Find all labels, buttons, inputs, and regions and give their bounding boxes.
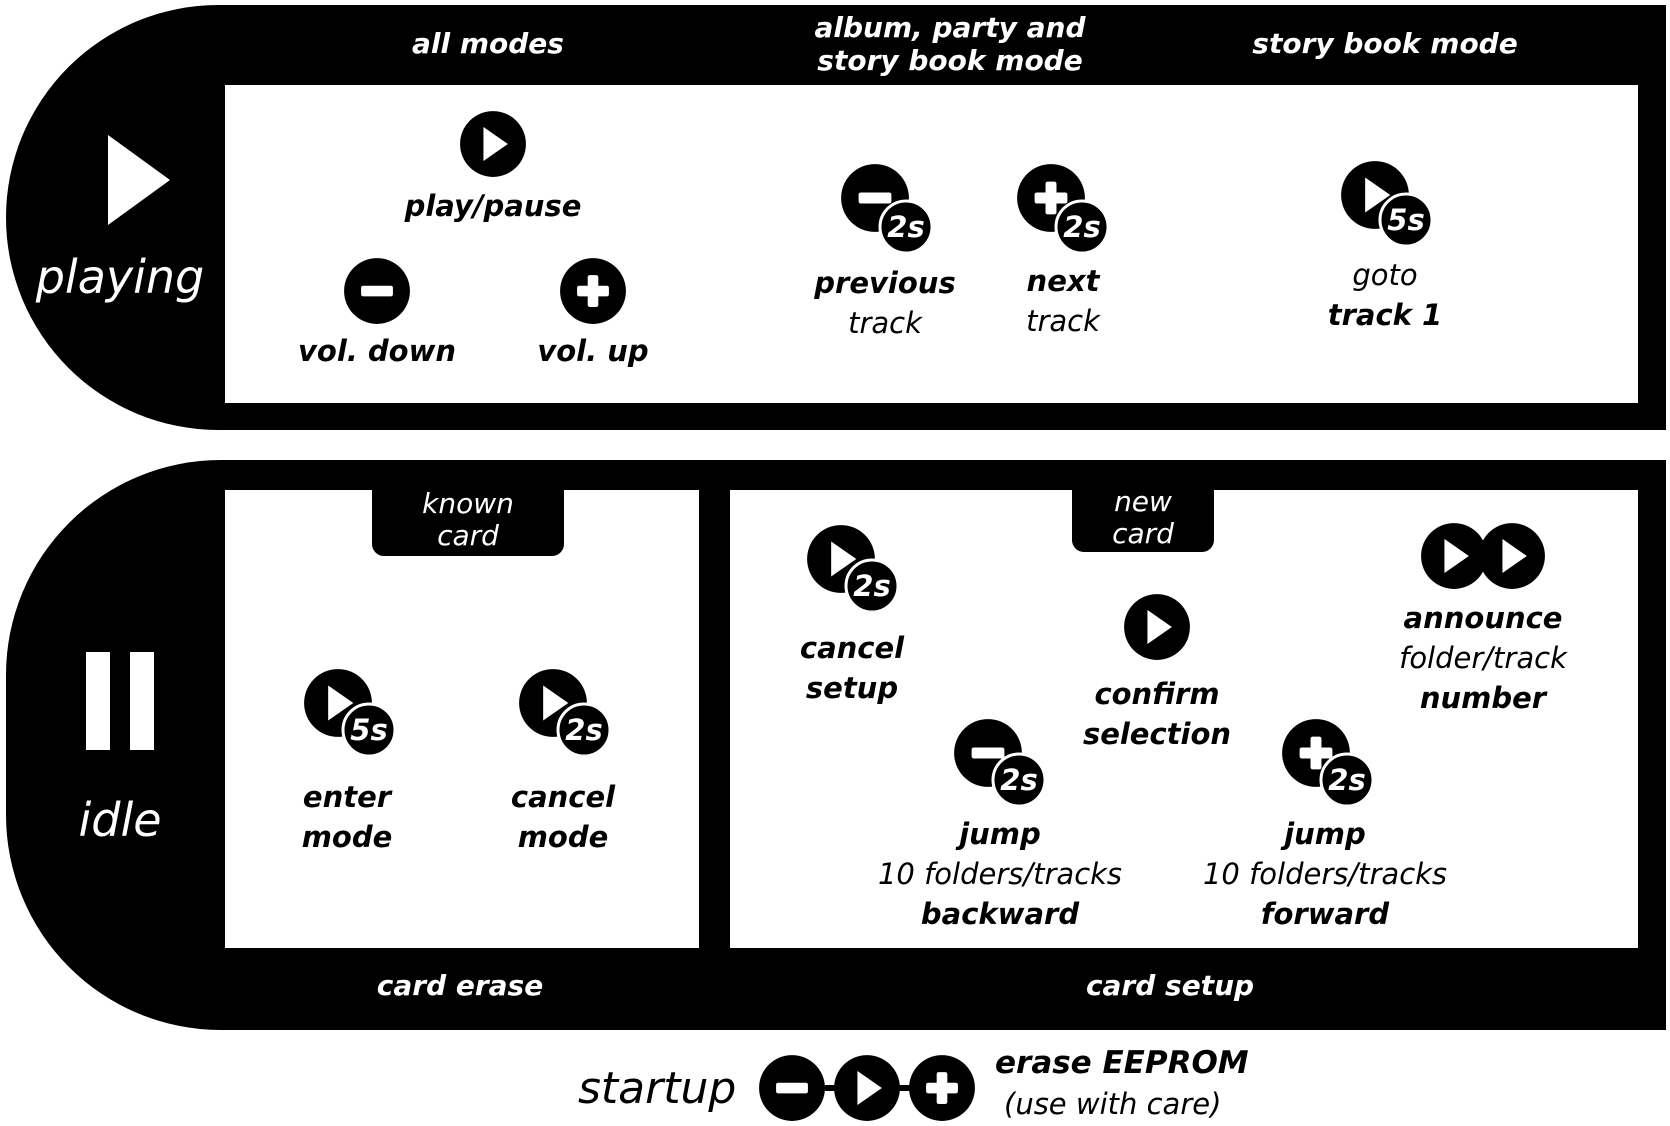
- ten-folders-text: 10 folders/tracks: [1202, 857, 1448, 891]
- play-pause-icon: [460, 111, 526, 177]
- jump-text: jump: [1284, 817, 1366, 851]
- next-track-label: next track: [963, 261, 1163, 341]
- volume-up-label: vol. up: [493, 331, 693, 371]
- known-card-line2: card: [437, 519, 499, 552]
- play-5s-icon: 5s: [1341, 161, 1434, 248]
- idle-state-label: idle: [78, 793, 162, 847]
- play-pause-text: play/pause: [404, 189, 582, 223]
- header-album-party-line2: story book mode: [817, 44, 1083, 77]
- card-erase-area: [225, 490, 699, 948]
- selection-text: selection: [1082, 717, 1232, 751]
- badge-2s: 2s: [1063, 210, 1100, 244]
- play-icon: [1124, 594, 1190, 660]
- previous-text: previous: [814, 266, 956, 300]
- folder-track-text: folder/track: [1399, 641, 1567, 675]
- badge-2s: 2s: [853, 569, 890, 603]
- startup-label: startup: [578, 1063, 737, 1114]
- play-pause-label: play/pause: [368, 186, 618, 226]
- minus-2s-icon: 2s: [841, 164, 934, 253]
- number-text: number: [1419, 681, 1547, 715]
- minus-2s-icon: 2s: [954, 719, 1047, 808]
- new-card-line1: new: [1114, 485, 1172, 518]
- known-card-tab: known card: [372, 488, 564, 556]
- cancel-text: cancel: [510, 780, 616, 814]
- forward-text: forward: [1260, 897, 1390, 931]
- volume-up-icon: [560, 258, 626, 324]
- playing-state-label: playing: [35, 250, 205, 304]
- double-play-icon: [1421, 523, 1545, 589]
- badge-2s: 2s: [1328, 763, 1365, 797]
- header-story-book: story book mode: [1252, 27, 1518, 60]
- volume-down-icon: [344, 258, 410, 324]
- header-album-party-line1: album, party and: [814, 11, 1086, 44]
- badge-5s: 5s: [350, 713, 387, 747]
- play-2s-icon: 2s: [519, 669, 612, 758]
- volume-up-text: vol. up: [537, 334, 649, 368]
- badge-2s: 2s: [565, 713, 602, 747]
- erase-eeprom-text: erase EEPROM: [995, 1045, 1249, 1081]
- known-card-line1: known: [422, 487, 514, 520]
- volume-down-label: vol. down: [277, 331, 477, 371]
- cancel-setup-label: cancel setup: [752, 628, 952, 708]
- setup-text: setup: [805, 671, 899, 705]
- minus-play-plus-sequence-icon: [759, 1055, 975, 1121]
- announce-text: announce: [1403, 601, 1563, 635]
- new-card-tab: new card: [1072, 486, 1214, 552]
- confirm-text: confirm: [1094, 677, 1220, 711]
- card-setup-footer: card setup: [1085, 969, 1255, 1002]
- new-card-line2: card: [1112, 517, 1174, 550]
- jump-forward-label: jump 10 folders/tracks forward: [1175, 814, 1475, 934]
- jump-text: jump: [959, 817, 1041, 851]
- card-erase-footer: card erase: [376, 969, 544, 1002]
- plus-2s-icon: 2s: [1017, 164, 1110, 253]
- confirm-selection-label: confirm selection: [1032, 674, 1282, 754]
- play-5s-icon: 5s: [304, 669, 397, 758]
- badge-2s: 2s: [887, 210, 924, 244]
- previous-track-label: previous track: [785, 263, 985, 343]
- badge-5s: 5s: [1387, 203, 1424, 237]
- use-with-care-note: (use with care): [1004, 1087, 1222, 1121]
- next-track-text: track: [1026, 304, 1100, 338]
- jump-backward-label: jump 10 folders/tracks backward: [850, 814, 1150, 934]
- enter-text: enter: [302, 780, 392, 814]
- cancel-text: cancel: [799, 631, 905, 665]
- enter-mode-text: mode: [301, 820, 393, 854]
- next-text: next: [1026, 264, 1100, 298]
- pause-state-icon: [86, 652, 154, 750]
- track1-text: track 1: [1327, 298, 1443, 332]
- goto-text: goto: [1352, 258, 1418, 292]
- plus-2s-icon: 2s: [1282, 719, 1375, 808]
- previous-track-text: track: [848, 306, 922, 340]
- backward-text: backward: [920, 897, 1080, 931]
- volume-down-text: vol. down: [298, 334, 456, 368]
- enter-mode-label: enter mode: [247, 777, 447, 857]
- goto-track-label: goto track 1: [1285, 255, 1485, 335]
- ten-folders-text: 10 folders/tracks: [877, 857, 1123, 891]
- badge-2s: 2s: [1000, 763, 1037, 797]
- play-2s-icon: 2s: [807, 525, 900, 614]
- play-state-icon: [108, 135, 170, 225]
- cancel-mode-text: mode: [517, 820, 609, 854]
- cancel-mode-label: cancel mode: [463, 777, 663, 857]
- header-all-modes: all modes: [412, 27, 564, 60]
- announce-label: announce folder/track number: [1358, 598, 1608, 718]
